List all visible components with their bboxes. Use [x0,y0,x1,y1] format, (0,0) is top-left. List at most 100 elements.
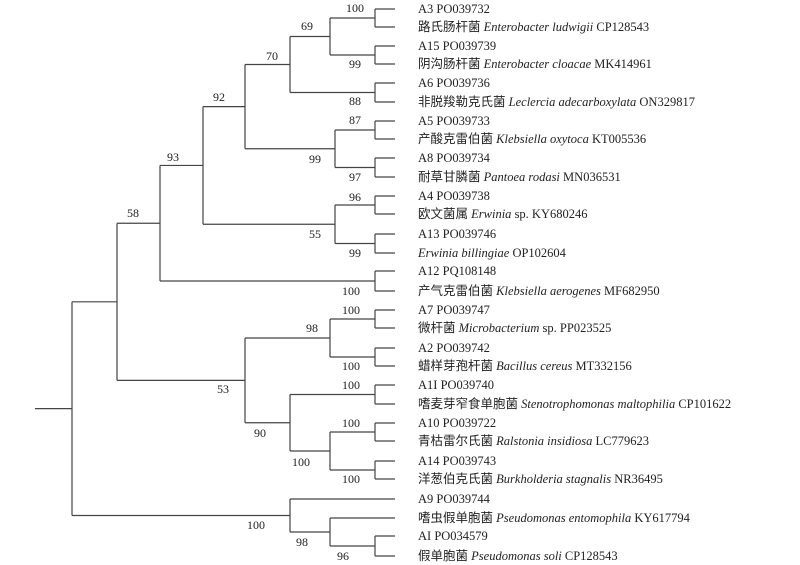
leaf-label-prefix: A7 PO039747 [418,303,490,317]
leaf-label-prefix: 微杆菌 [418,321,459,335]
bootstrap-value: 90 [254,426,266,440]
leaf-label: 青枯雷尔氏菌 Ralstonia insidiosa LC779623 [418,433,649,448]
leaf-label-suffix: ON329817 [636,95,695,109]
leaf-label-suffix: LC779623 [592,434,649,448]
leaf-label-suffix: MF682950 [601,284,660,298]
bootstrap-value: 100 [247,518,265,532]
leaf-label-italic: Ralstonia insidiosa [495,434,592,448]
leaf-label-italic: Klebsiella aerogenes [495,284,601,298]
leaf-label: AI PO034579 [418,529,488,543]
leaf-label-prefix: A1I PO039740 [418,378,494,392]
bootstrap-value: 99 [349,57,361,71]
leaf-label-italic: Leclercia adecarboxylata [508,95,637,109]
leaf-label: A12 PQ108148 [418,264,496,278]
bootstrap-value: 100 [342,359,360,373]
bootstrap-value: 97 [349,170,361,184]
leaf-label: A2 PO039742 [418,341,490,355]
leaf-label-prefix: A8 PO039734 [418,151,491,165]
bootstrap-value: 88 [349,94,361,108]
leaf-label-suffix: CP128543 [562,549,618,563]
leaf-label-italic: Erwinia billingiae [417,246,510,260]
leaf-label: A10 PO039722 [418,416,496,430]
leaf-label-prefix: AI PO034579 [418,529,488,543]
leaf-label-prefix: 非脱羧勒克氏菌 [418,94,509,109]
leaf-label-prefix: A6 PO039736 [418,76,490,90]
bootstrap-value: 100 [342,284,360,298]
leaf-label-suffix: CP101622 [675,397,731,411]
leaf-label-prefix: 路氏肠杆菌 [418,19,484,34]
leaf-label-suffix: KT005536 [589,132,646,146]
leaf-label-suffix: MT332156 [572,359,631,373]
bootstrap-value: 100 [342,416,360,430]
bootstrap-value: 99 [309,152,321,166]
leaf-label-italic: Bacillus cereus [496,359,572,373]
leaf-label-prefix: 青枯雷尔氏菌 [418,433,496,448]
leaf-label-prefix: A5 PO039733 [418,114,490,128]
bootstrap-value: 70 [266,49,278,63]
leaf-label-prefix: 产酸克雷伯菌 [418,131,496,146]
leaf-label-prefix: A2 PO039742 [418,341,490,355]
leaf-label-prefix: A9 PO039744 [418,492,491,506]
leaf-label-italic: Pantoea rodasi [483,170,561,184]
leaf-label: A7 PO039747 [418,303,490,317]
leaf-label: A15 PO039739 [418,39,496,53]
leaf-label: 蜡样芽孢杆菌 Bacillus cereus MT332156 [418,358,632,373]
bootstrap-value: 55 [309,227,321,241]
bootstrap-value: 100 [346,1,364,15]
leaf-label-prefix: A10 PO039722 [418,416,496,430]
leaf-label-prefix: 欧文菌属 [418,206,471,221]
leaf-label: 微杆菌 Microbacterium sp. PP023525 [418,321,611,335]
leaf-label-prefix: A14 PO039743 [418,454,496,468]
bootstrap-value: 96 [337,549,349,563]
leaf-label-prefix: 假单胞菌 [418,549,471,563]
leaf-label-suffix: sp. KY680246 [511,207,587,221]
leaf-label-prefix: 阴沟肠杆菌 [418,57,484,71]
leaf-label-suffix: NR36495 [611,472,663,486]
leaf-label: A1I PO039740 [418,378,494,392]
leaf-label-italic: Enterobacter ludwigii [483,20,594,34]
leaf-label: A4 PO039738 [418,189,490,203]
bootstrap-value: 87 [349,113,361,127]
leaf-label: 嗜麦芽窄食单胞菌 Stenotrophomonas maltophilia CP… [418,396,731,411]
leaf-label-prefix: A3 PO039732 [418,2,490,16]
leaf-label-suffix: KY617794 [631,511,690,525]
leaf-label: 非脱羧勒克氏菌 Leclercia adecarboxylata ON32981… [418,94,695,109]
bootstrap-value: 69 [301,19,313,33]
leaf-label-suffix: sp. PP023525 [539,321,611,335]
leaf-label: Erwinia billingiae OP102604 [417,246,567,260]
leaf-label-suffix: MN036531 [560,170,621,184]
leaf-label-suffix: OP102604 [509,246,566,260]
leaf-label: 阴沟肠杆菌 Enterobacter cloacae MK414961 [418,57,652,71]
leaf-label: 路氏肠杆菌 Enterobacter ludwigii CP128543 [418,19,649,34]
bootstrap-value: 100 [292,455,310,469]
leaf-label-prefix: A13 PO039746 [418,227,496,241]
leaf-label-suffix: CP128543 [593,20,649,34]
bootstrap-value: 98 [296,535,308,549]
leaf-label: 洋葱伯克氏菌 Burkholderia stagnalis NR36495 [418,471,663,486]
bootstrap-value: 53 [217,382,229,396]
bootstrap-value: 100 [342,472,360,486]
leaf-label-italic: Burkholderia stagnalis [496,472,611,486]
leaf-label: A14 PO039743 [418,454,496,468]
leaf-label-prefix: A15 PO039739 [418,39,496,53]
leaf-label-prefix: 产气克雷伯菌 [418,283,496,298]
leaf-label-prefix: 蜡样芽孢杆菌 [418,358,496,373]
leaf-label: 产酸克雷伯菌 Klebsiella oxytoca KT005536 [418,131,646,146]
leaf-label-italic: Enterobacter cloacae [483,57,592,71]
leaf-label: 嗜虫假单胞菌 Pseudomonas entomophila KY617794 [418,511,691,525]
leaf-label: A8 PO039734 [418,151,491,165]
leaf-label: A6 PO039736 [418,76,490,90]
bootstrap-value: 93 [167,150,179,164]
leaf-label: A13 PO039746 [418,227,496,241]
leaf-label: A5 PO039733 [418,114,490,128]
leaf-label-prefix: A4 PO039738 [418,189,490,203]
leaf-label: 欧文菌属 Erwinia sp. KY680246 [418,206,587,221]
leaf-label-italic: Klebsiella oxytoca [495,132,589,146]
leaf-label: 假单胞菌 Pseudomonas soli CP128543 [418,549,618,563]
leaf-label-italic: Microbacterium [458,321,540,335]
leaf-label-suffix: MK414961 [591,57,652,71]
bootstrap-value: 99 [349,246,361,260]
leaf-label: 耐草甘膦菌 Pantoea rodasi MN036531 [418,169,621,184]
leaf-label-italic: Pseudomonas entomophila [495,511,631,525]
